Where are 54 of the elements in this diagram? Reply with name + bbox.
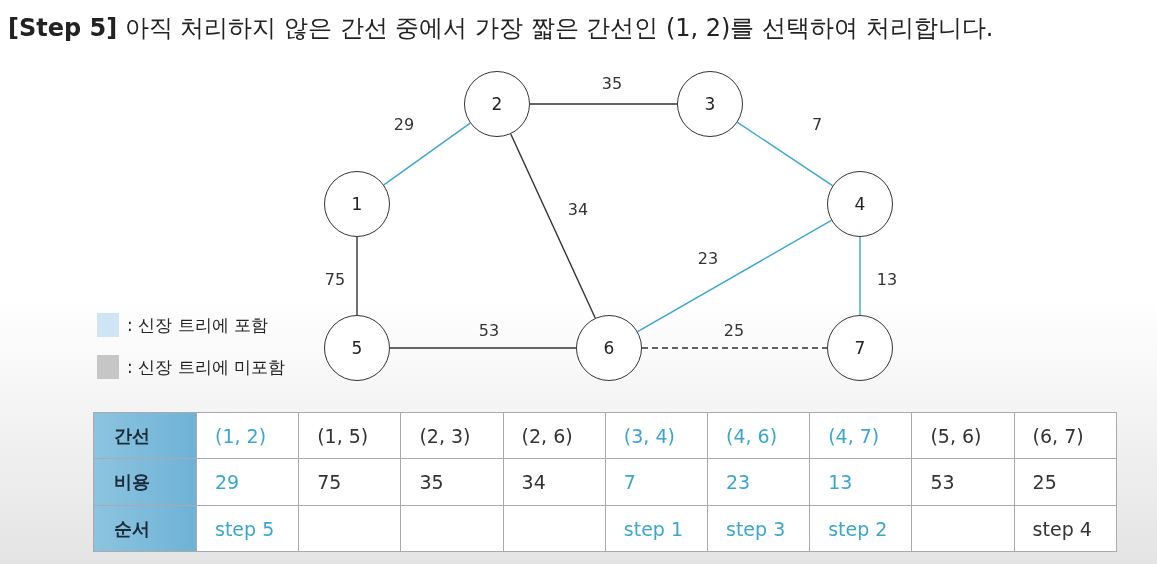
legend-text: : 신장 트리에 미포함	[127, 356, 285, 379]
table-cell: (6, 7)	[1014, 413, 1117, 460]
edge-line	[356, 236, 358, 316]
table-cell: 75	[299, 459, 402, 506]
table-cell: (1, 2)	[197, 413, 300, 460]
edge-line	[383, 122, 471, 186]
table-cell: (2, 3)	[401, 413, 504, 460]
table-cell: (2, 6)	[503, 413, 606, 460]
table-cell: 13	[810, 459, 913, 506]
edge-line	[736, 121, 834, 187]
vertex-circle: 5	[324, 315, 390, 381]
table-cell: step 5	[197, 505, 300, 552]
table-cell: (1, 5)	[299, 413, 402, 460]
edge-line	[636, 219, 833, 333]
legend-text: : 신장 트리에 포함	[127, 314, 268, 337]
edge-label: 7	[811, 114, 823, 134]
vertex-circle: 2	[464, 71, 530, 137]
table-cell: (4, 7)	[810, 413, 913, 460]
table-cell: 35	[401, 459, 504, 506]
edge-line	[641, 347, 828, 349]
edge-label: 29	[393, 114, 415, 134]
table-cell: step 3	[708, 505, 811, 552]
table-cell: step 4	[1014, 505, 1117, 552]
edge-line	[389, 347, 577, 349]
edge-label: 13	[876, 269, 898, 289]
table-cell: 53	[912, 459, 1015, 506]
edge-label: 34	[567, 199, 589, 219]
header-cell: 비용	[93, 459, 197, 506]
title: [Step 5] 아직 처리하지 않은 간선 중에서 가장 짧은 간선인 (1, 2)를 선택하여 처리합니다.	[8, 13, 994, 44]
edge-label: 75	[324, 269, 346, 289]
edge-label: 35	[601, 73, 623, 93]
header-cell: 간선	[93, 413, 197, 460]
header-cell: 순서	[93, 505, 197, 552]
edge-label: 23	[697, 248, 719, 268]
edge-line	[529, 103, 678, 105]
vertex-circle: 1	[324, 171, 390, 237]
table-cell: 34	[503, 459, 606, 506]
edge-label: 53	[478, 320, 500, 340]
table-cell: step 2	[810, 505, 913, 552]
vertex-circle: 7	[827, 315, 893, 381]
table-cell: 23	[708, 459, 811, 506]
edge-line	[510, 133, 596, 319]
table-cell: 7	[605, 459, 708, 506]
edge-label: 25	[723, 320, 745, 340]
table-cell: step 1	[605, 505, 708, 552]
vertex-circle: 3	[677, 71, 743, 137]
edge-line	[859, 236, 861, 316]
vertex-circle: 6	[576, 315, 642, 381]
table-cell: (4, 6)	[708, 413, 811, 460]
vertex-circle: 4	[827, 171, 893, 237]
table-cell: 29	[197, 459, 300, 506]
table-cell: 25	[1014, 459, 1117, 506]
table-cell: (3, 4)	[605, 413, 708, 460]
table-cell: (5, 6)	[912, 413, 1015, 460]
